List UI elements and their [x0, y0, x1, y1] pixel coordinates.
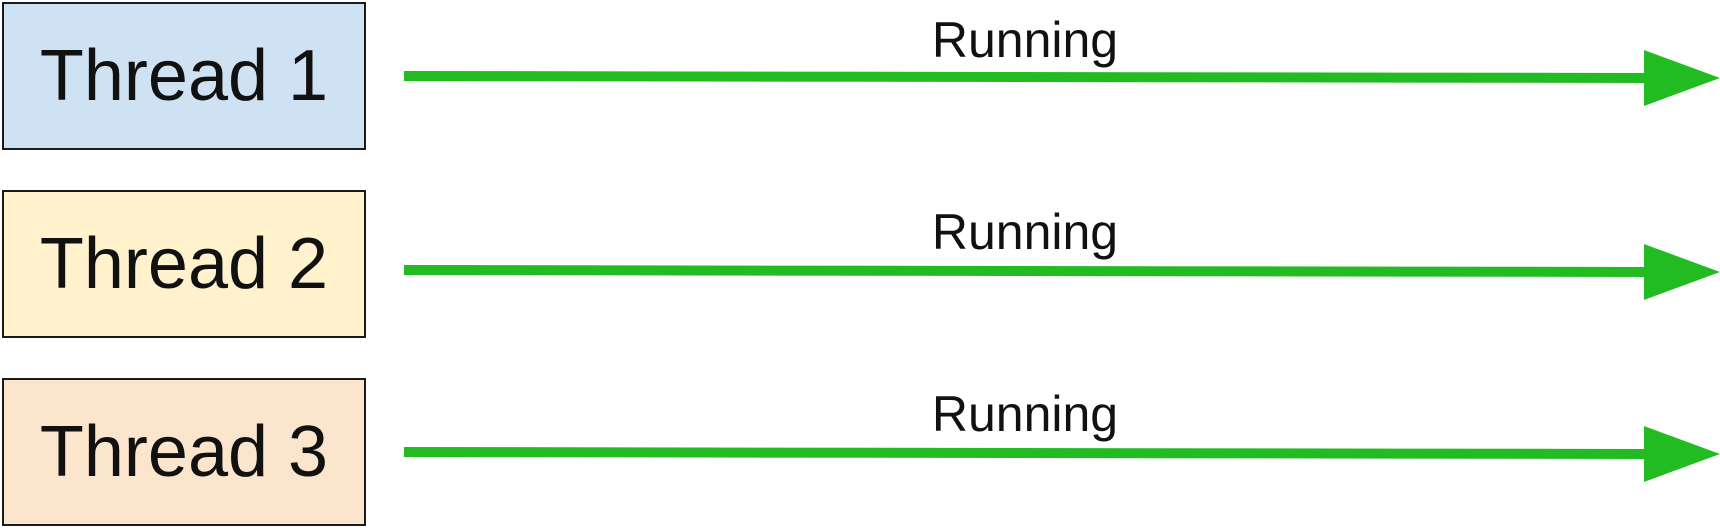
- timeline-arrow-2: [403, 244, 1720, 300]
- state-label-3: Running: [931, 386, 1119, 442]
- thread-box-2: Thread 2: [2, 190, 366, 338]
- timeline-arrow-3: [403, 426, 1720, 482]
- timeline-arrow-1: [403, 50, 1720, 106]
- timeline-arrow-3-head: [1644, 426, 1720, 482]
- thread-box-1: Thread 1: [2, 2, 366, 150]
- timeline-arrow-1-shaft: [403, 71, 1649, 83]
- timeline-arrow-1-head: [1644, 50, 1720, 106]
- timeline-arrow-2-shaft: [403, 265, 1649, 277]
- state-label-2: Running: [931, 204, 1119, 260]
- thread-box-3: Thread 3: [2, 378, 366, 526]
- state-label-1: Running: [931, 12, 1119, 68]
- timeline-arrow-2-head: [1644, 244, 1720, 300]
- timeline-arrow-3-shaft: [403, 447, 1649, 459]
